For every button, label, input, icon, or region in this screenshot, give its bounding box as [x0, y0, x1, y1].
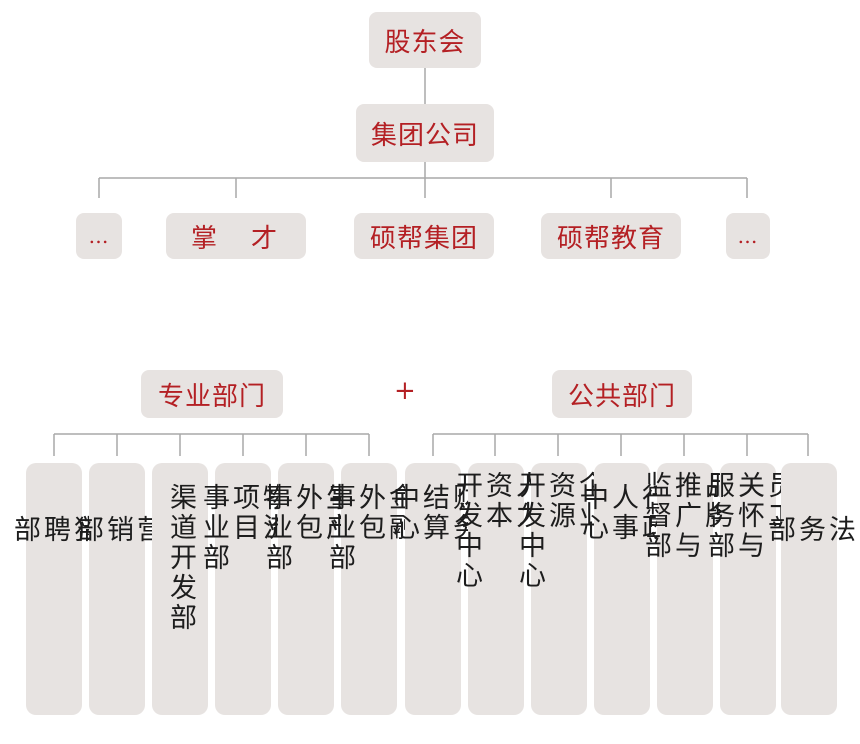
company-node-shuobang-education: 硕帮教育	[541, 213, 681, 259]
dept-finance-settlement: 财务 结算 中心	[388, 463, 479, 715]
dept-legal: 法 务 部	[764, 463, 855, 715]
company-node-zhangcai: 掌 才	[166, 213, 306, 259]
company-node-ellipsis-right: …	[726, 213, 770, 259]
company-node-shuobang-group: 硕帮集团	[354, 213, 494, 259]
group-company-node: 集团公司	[356, 104, 494, 162]
company-node-ellipsis-left: …	[76, 213, 122, 259]
group-company-label: 集团公司	[370, 120, 479, 151]
dept-brand-promotion: 品牌 推广与 监督部	[640, 463, 731, 715]
shareholders-label: 股东会	[384, 27, 466, 58]
shareholders-node: 股东会	[369, 12, 481, 68]
professional-departments-header: 专业部门	[141, 370, 283, 418]
dept-marketing: 营 销 部	[72, 463, 163, 715]
dept-enterprise-resources: 企业 资源 开发中心	[514, 463, 605, 715]
dept-channel-development: 渠道开发部	[152, 463, 208, 715]
plus-sign: +	[394, 376, 416, 406]
dept-production-outsourcing: 生产 外包 事业部	[261, 463, 352, 715]
dept-admin-hr: 行政 人事 中心	[577, 463, 668, 715]
public-departments-header: 公共部门	[552, 370, 692, 418]
